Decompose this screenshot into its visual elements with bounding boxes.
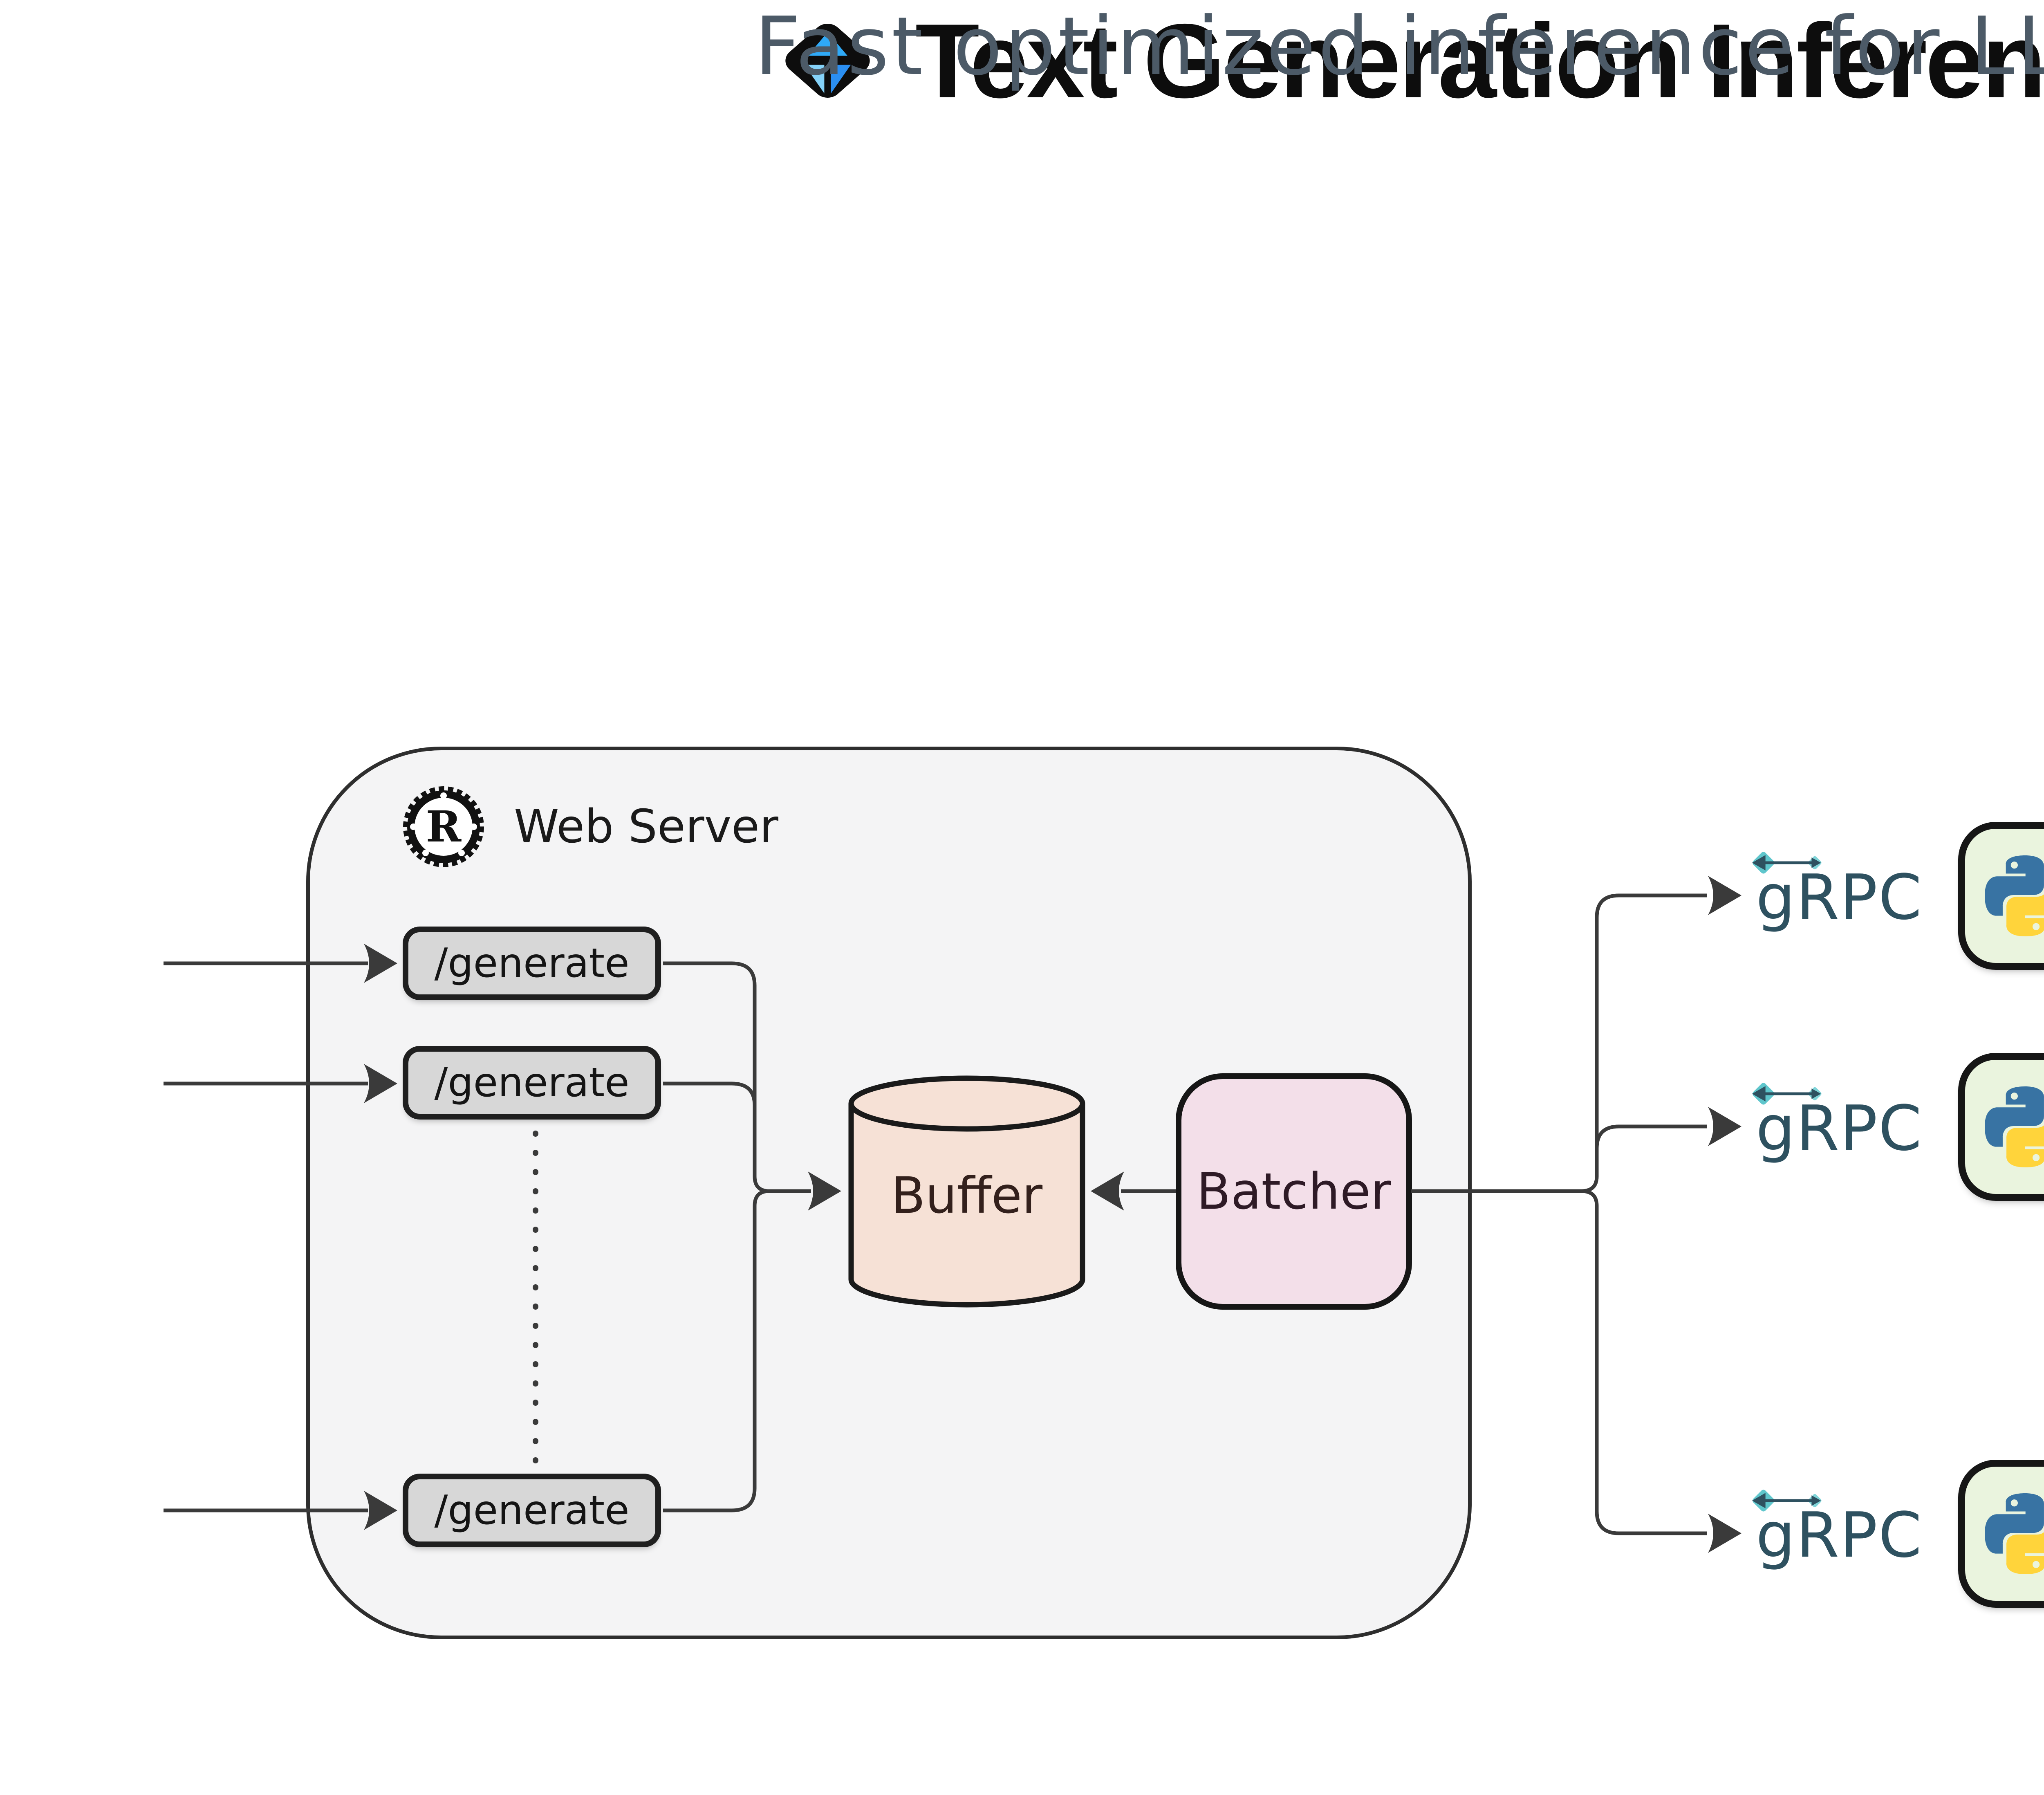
grpc-label: gRPC: [1756, 861, 1923, 933]
grpc-label: gRPC: [1756, 1092, 1923, 1165]
web-server-label: Web Server: [514, 800, 779, 853]
python-logo-icon: [1985, 1493, 2044, 1574]
model-shard-node-2: Model Shard: [1958, 1053, 2044, 1201]
model-shard-node-3: Model Shard: [1958, 1460, 2044, 1608]
grpc-logo-2: gRPC: [1751, 1081, 1943, 1184]
page-title: Text Generation Inference: [915, 2, 2044, 120]
buffer-node: Buffer: [846, 1073, 1087, 1310]
endpoint-generate-3: /generate: [403, 1474, 661, 1547]
buffer-label: Buffer: [891, 1167, 1043, 1225]
grpc-branch-edges: [1581, 876, 1741, 1553]
endpoint-generate-2: /generate: [403, 1046, 661, 1120]
web-server-header: Web Server: [403, 786, 778, 868]
page-subtitle: Fast optimized inference for LLMs: [754, 0, 2044, 93]
grpc-logo-1: gRPC: [1751, 850, 1943, 953]
python-logo-icon: [1985, 855, 2044, 936]
rust-logo-icon: [403, 786, 484, 868]
batcher-node: Batcher: [1176, 1073, 1412, 1310]
model-shard-node-1: Model Shard: [1958, 822, 2044, 970]
grpc-logo-3: gRPC: [1751, 1488, 1943, 1591]
python-logo-icon: [1985, 1086, 2044, 1167]
buffer-cylinder-shape: [848, 1075, 1085, 1308]
endpoint-generate-1: /generate: [403, 927, 661, 1000]
page-header: Text Generation Inference: [0, 0, 2044, 121]
grpc-label: gRPC: [1756, 1499, 1923, 1571]
